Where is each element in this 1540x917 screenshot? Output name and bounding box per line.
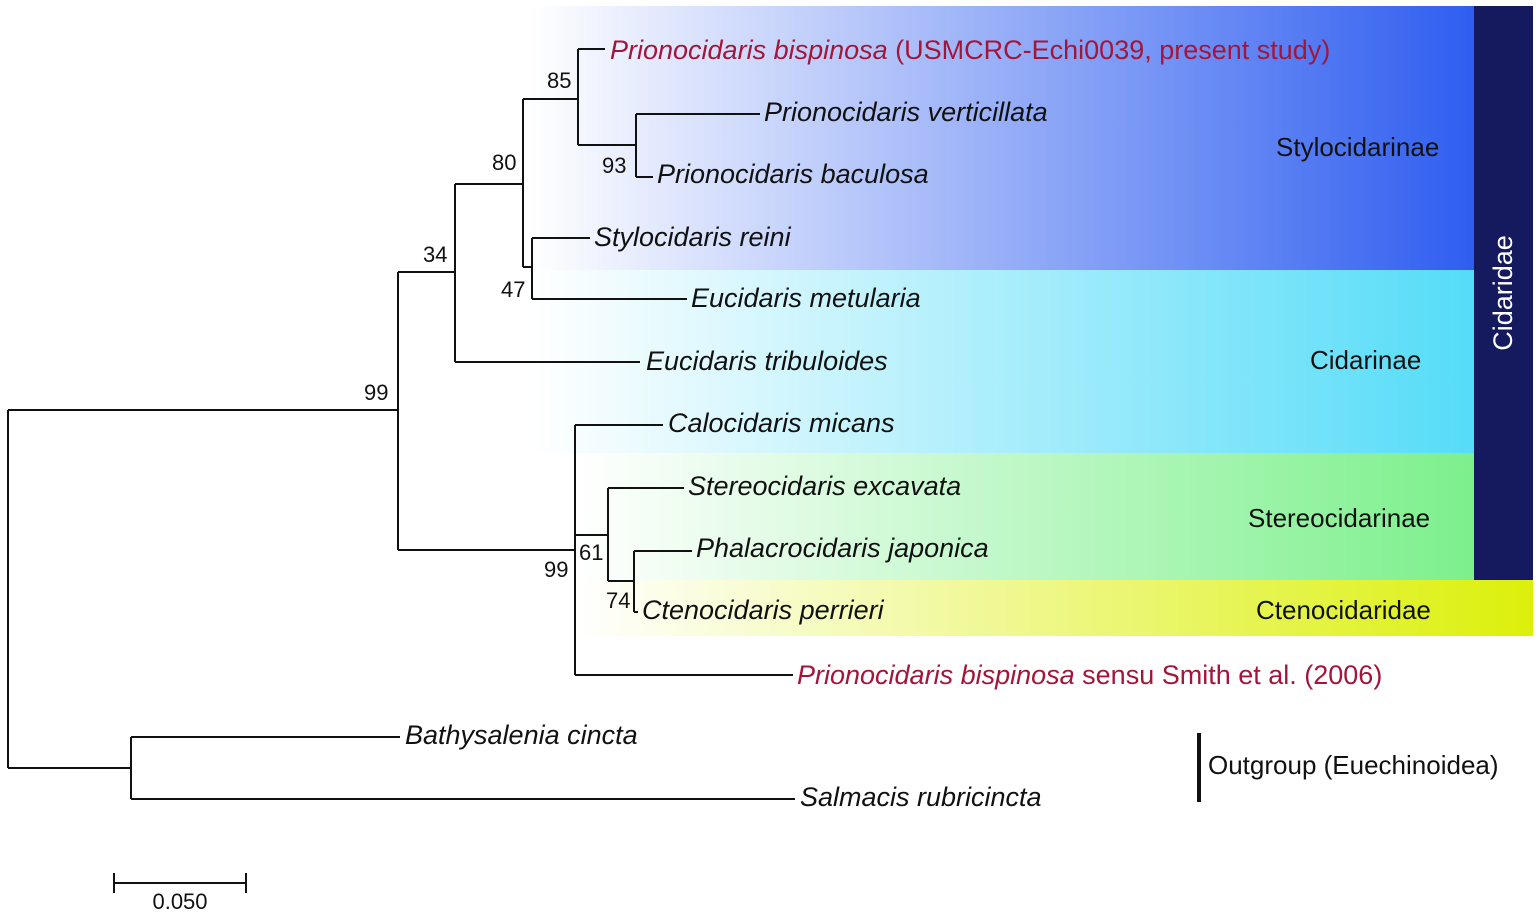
taxon-label: Ctenocidaris perrieri (642, 595, 885, 625)
tree-branches (7, 48, 795, 800)
branch-node-99-lower (574, 424, 793, 676)
family-label-cidaridae: Cidaridae (1488, 235, 1518, 351)
branch-node-47 (531, 237, 687, 300)
bootstrap-value: 93 (602, 153, 626, 178)
bootstrap-value: 34 (423, 242, 447, 267)
taxon-label: Stylocidaris reini (594, 222, 792, 252)
clade-label-cidarinae: Cidarinae (1310, 345, 1421, 375)
clade-label-stereocidarinae: Stereocidarinae (1248, 503, 1430, 533)
branch-node-80 (522, 98, 578, 268)
bootstrap-value: 99 (364, 380, 388, 405)
taxon-label: Calocidaris micans (668, 408, 895, 438)
bootstrap-values: 85 93 80 47 34 99 99 61 74 (364, 68, 630, 613)
taxon-label: Prionocidaris bispinosa (USMCRC-Echi0039… (610, 35, 1330, 65)
stylocidarinae-band (530, 6, 1474, 270)
branch-node-74 (633, 550, 692, 613)
clade-label-ctenocidaridae: Ctenocidaridae (1256, 595, 1431, 625)
taxon-label: Stereocidaris excavata (688, 471, 961, 501)
cidarinae-band (530, 270, 1474, 453)
branch-outgroup (130, 736, 795, 800)
branch-node-99-upper (397, 271, 575, 551)
taxon-label: Bathysalenia cincta (405, 720, 638, 750)
branch-node-85 (577, 48, 636, 146)
taxon-label: Prionocidaris verticillata (764, 97, 1048, 127)
taxon-label: Eucidaris tribuloides (646, 346, 888, 376)
bootstrap-value: 80 (492, 150, 516, 175)
taxon-label: Prionocidaris baculosa (657, 159, 929, 189)
cidaridae-bar (1474, 6, 1533, 580)
scale-bar: 0.050 (113, 873, 247, 914)
taxon-labels: Prionocidaris bispinosa (USMCRC-Echi0039… (405, 35, 1382, 812)
bootstrap-value: 61 (579, 540, 603, 565)
clade-label-stylocidarinae: Stylocidarinae (1276, 132, 1439, 162)
branch-node-93 (635, 113, 760, 178)
scale-bar-label: 0.050 (152, 889, 207, 914)
branch-node-61 (607, 487, 684, 582)
taxon-label: Eucidaris metularia (691, 283, 921, 313)
bootstrap-value: 85 (547, 68, 571, 93)
taxon-label: Phalacrocidaris japonica (696, 533, 989, 563)
branch-node-34 (454, 183, 640, 363)
taxon-label: Salmacis rubricincta (800, 782, 1042, 812)
branch-root (7, 409, 398, 769)
outgroup-label: Outgroup (Euechinoidea) (1208, 750, 1499, 780)
bootstrap-value: 99 (544, 557, 568, 582)
stereocidarinae-band (575, 453, 1474, 580)
taxon-label: Prionocidaris bispinosa sensu Smith et a… (797, 660, 1382, 690)
ctenocidaridae-band (575, 580, 1533, 636)
bootstrap-value: 74 (606, 588, 630, 613)
bootstrap-value: 47 (501, 277, 525, 302)
